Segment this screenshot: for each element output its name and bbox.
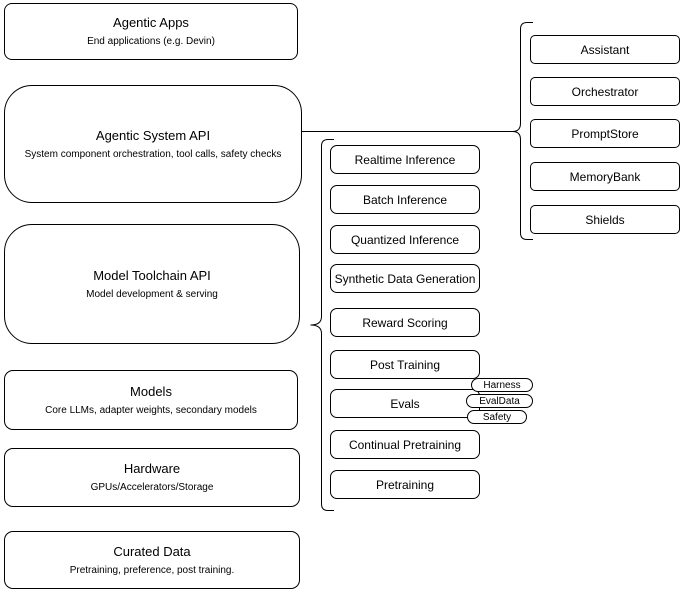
- node-quantized-inference: Quantized Inference: [330, 225, 480, 254]
- node-agentic-apps-subtitle: End applications (e.g. Devin): [87, 36, 215, 47]
- node-curated-data-title: Curated Data: [113, 543, 191, 559]
- node-agentic-system-api-title: Agentic System API: [95, 127, 211, 143]
- node-models-title: Models: [130, 383, 172, 399]
- node-batch-inference: Batch Inference: [330, 185, 480, 214]
- node-synthetic-data-generation: Synthetic Data Generation: [330, 264, 480, 293]
- node-realtime-inference: Realtime Inference: [330, 145, 480, 174]
- node-post-training: Post Training: [330, 350, 480, 379]
- node-curated-data-subtitle: Pretraining, preference, post training.: [69, 564, 235, 576]
- node-agentic-apps: Agentic Apps End applications (e.g. Devi…: [4, 3, 298, 60]
- tag-evaldata: EvalData: [466, 394, 533, 408]
- node-memorybank: MemoryBank: [530, 162, 680, 191]
- tag-harness: Harness: [471, 378, 533, 392]
- node-models-subtitle: Core LLMs, adapter weights, secondary mo…: [45, 404, 257, 416]
- node-curated-data: Curated Data Pretraining, preference, po…: [4, 531, 300, 589]
- tag-safety: Safety: [467, 410, 527, 424]
- node-model-toolchain-api-subtitle: Model development & serving: [86, 288, 218, 300]
- node-agentic-apps-title: Agentic Apps: [113, 15, 189, 30]
- node-models: Models Core LLMs, adapter weights, secon…: [4, 370, 298, 430]
- node-promptstore: PromptStore: [530, 119, 680, 148]
- node-reward-scoring: Reward Scoring: [330, 308, 480, 337]
- node-model-toolchain-api-title: Model Toolchain API: [93, 267, 211, 283]
- node-agentic-system-api-subtitle: System component orchestration, tool cal…: [24, 148, 282, 160]
- node-shields: Shields: [530, 205, 680, 234]
- node-hardware-subtitle: GPUs/Accelerators/Storage: [90, 482, 214, 493]
- node-model-toolchain-api: Model Toolchain API Model development & …: [4, 224, 300, 344]
- node-hardware-title: Hardware: [123, 461, 181, 476]
- node-hardware: Hardware GPUs/Accelerators/Storage: [4, 448, 300, 507]
- node-evals: Evals: [330, 389, 480, 418]
- node-continual-pretraining: Continual Pretraining: [330, 430, 480, 459]
- node-pretraining: Pretraining: [330, 470, 480, 499]
- node-orchestrator: Orchestrator: [530, 77, 680, 106]
- node-assistant: Assistant: [530, 35, 680, 64]
- node-agentic-system-api: Agentic System API System component orch…: [4, 85, 302, 203]
